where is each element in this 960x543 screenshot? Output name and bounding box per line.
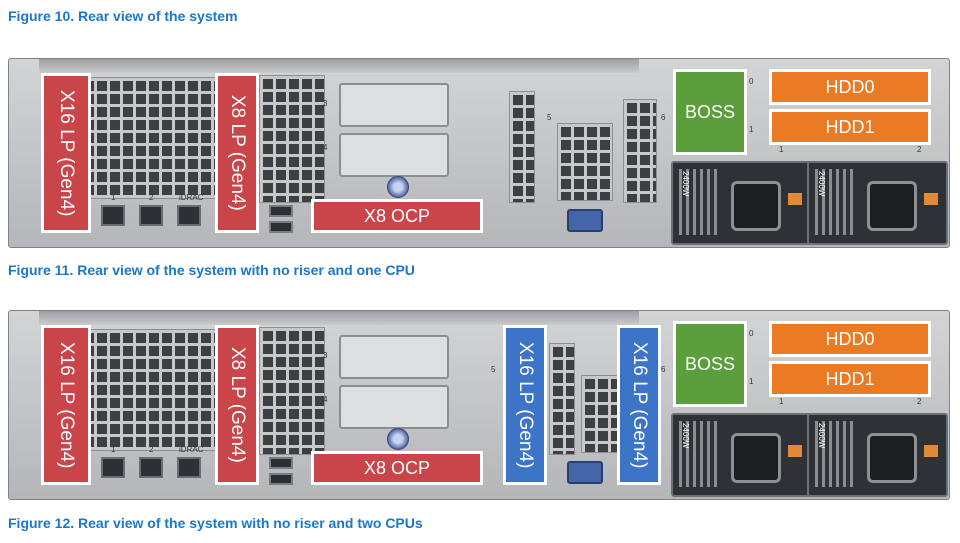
slot-number-5: 5 [547, 113, 552, 122]
nic-port-1-label: 1 [111, 445, 116, 454]
vent-mesh-right-2 [557, 123, 613, 201]
nic-port-1-label: 1 [111, 193, 116, 202]
idrac-port-label: iDRAC [179, 445, 204, 454]
boss-label: BOSS [673, 69, 747, 155]
usb-port-1[interactable] [269, 457, 293, 469]
nic-port-2-label: 2 [149, 193, 154, 202]
nic-port-2-label: 2 [149, 445, 154, 454]
vga-port[interactable] [567, 461, 603, 484]
nic-port-2[interactable] [139, 205, 163, 226]
riser-bracket-lower [339, 385, 449, 429]
bay-number-1: 1 [749, 377, 754, 386]
bay-number-1: 1 [749, 125, 754, 134]
server-rear-view-2: 1 2 3 4 5 6 1 2 iDRAC 0 1 2400W 2400W 1 … [8, 310, 950, 500]
hdd0-label: HDD0 [769, 69, 931, 105]
idrac-port[interactable] [177, 457, 201, 478]
psu-1[interactable] [671, 413, 812, 497]
psu-2[interactable] [807, 413, 948, 497]
idrac-port-label: iDRAC [179, 193, 204, 202]
vent-mesh-left [67, 77, 217, 199]
power-socket-1-icon [731, 181, 781, 231]
figure-11-caption: Figure 11. Rear view of the system with … [8, 262, 415, 278]
slot-number-5: 5 [491, 365, 496, 374]
slot-x16-lp-gen4-label: X16 LP (Gen4) [41, 325, 91, 485]
slot-number-3: 3 [323, 99, 328, 108]
boss-label: BOSS [673, 321, 747, 407]
nic-port-2[interactable] [139, 457, 163, 478]
nic-port-1[interactable] [101, 457, 125, 478]
vent-mesh-right [509, 91, 535, 203]
vga-port[interactable] [567, 209, 603, 232]
slot-number-3: 3 [323, 351, 328, 360]
thumbscrew[interactable] [387, 428, 409, 450]
psu-1-rating: 2400W [681, 423, 690, 449]
vent-mesh-left [67, 329, 217, 451]
hdd0-label: HDD0 [769, 321, 931, 357]
thumbscrew[interactable] [387, 176, 409, 198]
slot-number-6: 6 [661, 113, 666, 122]
top-rail [39, 59, 639, 73]
slot-x8-lp-gen4-label: X8 LP (Gen4) [215, 73, 259, 233]
riser-bracket-lower [339, 133, 449, 177]
psu-number-2: 2 [917, 397, 922, 406]
psu-1-rating: 2400W [681, 171, 690, 197]
psu-2-grill [815, 421, 855, 487]
top-rail [39, 311, 639, 325]
psu-number-2: 2 [917, 145, 922, 154]
slot-number-4: 4 [323, 395, 328, 404]
slot-number-6: 6 [661, 365, 666, 374]
usb-port-1[interactable] [269, 205, 293, 217]
power-socket-1-icon [731, 433, 781, 483]
slot-x16-lp-gen4-cpu2-b-label: X16 LP (Gen4) [617, 325, 661, 485]
server-rear-view-1: 1 2 3 4 5 6 1 2 iDRAC 0 1 2400W 2400W 1 … [8, 58, 950, 248]
psu-2[interactable] [807, 161, 948, 245]
slot-x16-lp-gen4-cpu2-a-label: X16 LP (Gen4) [503, 325, 547, 485]
psu-1-grill [679, 169, 719, 235]
slot-x8-lp-gen4-label: X8 LP (Gen4) [215, 325, 259, 485]
riser-bracket-upper [339, 83, 449, 127]
nic-port-1[interactable] [101, 205, 125, 226]
vent-mesh-right [549, 343, 575, 455]
hdd1-label: HDD1 [769, 361, 931, 397]
psu-2-latch[interactable] [924, 445, 938, 457]
power-socket-2-icon [867, 181, 917, 231]
vent-mesh-center [259, 75, 325, 203]
slot-number-4: 4 [323, 143, 328, 152]
vent-mesh-right-3 [623, 99, 657, 203]
psu-1-grill [679, 421, 719, 487]
psu-2-rating: 2400W [817, 171, 826, 197]
riser-bracket-upper [339, 335, 449, 379]
psu-1[interactable] [671, 161, 812, 245]
psu-1-latch[interactable] [788, 193, 802, 205]
figure-10-caption: Figure 10. Rear view of the system [8, 8, 238, 24]
vent-mesh-right-2 [581, 375, 623, 453]
hdd1-label: HDD1 [769, 109, 931, 145]
slot-x16-lp-gen4-label: X16 LP (Gen4) [41, 73, 91, 233]
psu-number-1: 1 [779, 145, 784, 154]
bay-number-0: 0 [749, 329, 754, 338]
usb-port-2[interactable] [269, 221, 293, 233]
psu-number-1: 1 [779, 397, 784, 406]
usb-port-2[interactable] [269, 473, 293, 485]
bay-number-0: 0 [749, 77, 754, 86]
idrac-port[interactable] [177, 205, 201, 226]
vent-mesh-center [259, 327, 325, 455]
ocp-slot-label: X8 OCP [311, 199, 483, 233]
psu-2-latch[interactable] [924, 193, 938, 205]
power-socket-2-icon [867, 433, 917, 483]
psu-2-grill [815, 169, 855, 235]
psu-2-rating: 2400W [817, 423, 826, 449]
figure-12-caption: Figure 12. Rear view of the system with … [8, 515, 423, 531]
psu-1-latch[interactable] [788, 445, 802, 457]
ocp-slot-label: X8 OCP [311, 451, 483, 485]
